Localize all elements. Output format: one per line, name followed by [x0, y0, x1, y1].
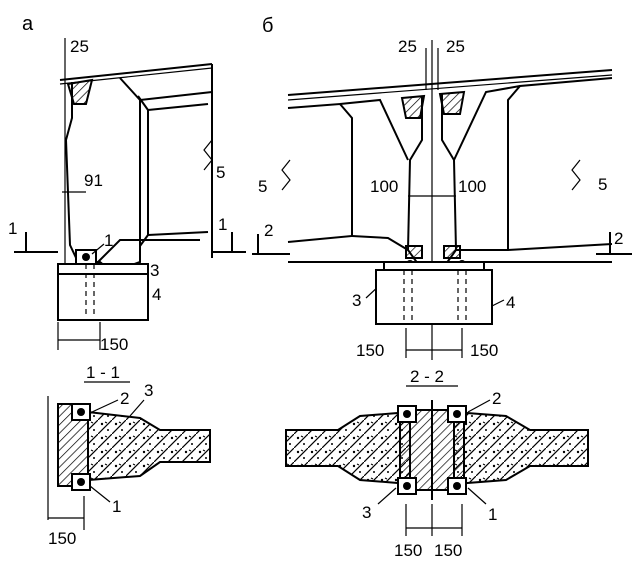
b-roof-line-2 — [287, 74, 613, 101]
plan-b-bolt-tl-dot — [403, 410, 411, 418]
plan-b-dim-150-right: 150 — [434, 541, 462, 560]
plan-b-marker-1: 1 — [488, 505, 497, 524]
a-marker-1-leader — [91, 243, 105, 255]
plan-b-marker-3: 3 — [362, 503, 371, 522]
b-marker-3: 3 — [352, 291, 361, 310]
b-right-beam — [453, 85, 521, 161]
b-right-panel-frame — [507, 77, 613, 252]
b-left-beam — [339, 98, 409, 161]
b-top-bracket-left — [400, 94, 426, 119]
plan-b-bolt-tr-dot — [453, 410, 461, 418]
b-marker-5-left: 5 — [258, 177, 267, 196]
a-top-bracket — [66, 78, 94, 105]
a-break-mark — [203, 139, 213, 171]
plan-b-section: 2 - 2 2 3 1 150 150 — [285, 367, 589, 560]
a-bolt — [82, 253, 90, 261]
a-marker-4: 4 — [152, 285, 161, 304]
a-cut-right: 1 — [218, 215, 227, 234]
b-roof-line — [287, 69, 613, 96]
panel-a-letter: а — [22, 13, 34, 35]
a-marker-3: 3 — [150, 261, 159, 280]
b-dim-top-left: 25 — [398, 37, 417, 56]
plan-a-bolt-top-dot — [77, 408, 85, 416]
a-marker-5: 5 — [216, 163, 225, 182]
a-foundation — [57, 273, 149, 321]
panel-a-elevation: а 25 5 91 1 3 4 — [8, 13, 246, 354]
b-connector-left — [405, 245, 423, 259]
plan-a-marker-1: 1 — [112, 497, 121, 516]
a-beam-bottom — [97, 239, 200, 263]
a-base-plate — [57, 263, 149, 275]
plan-b-bolt-bl-dot — [403, 482, 411, 490]
plan-b-title: 2 - 2 — [410, 367, 444, 386]
plan-a-marker-1-leader — [89, 485, 111, 503]
b-base-plate — [383, 261, 485, 271]
plan-b-concrete-right — [453, 410, 589, 486]
b-left-break — [281, 159, 291, 191]
plan-b-concrete-left — [285, 410, 411, 486]
a-panel-inner-left — [137, 95, 149, 247]
plan-a-marker-2-leader — [91, 399, 119, 413]
b-connector-right — [443, 245, 461, 259]
plan-a-concrete — [87, 410, 211, 482]
a-panel-inner-top — [147, 103, 209, 111]
a-beam-chamfer — [119, 77, 141, 101]
a-panel-inner-bottom — [147, 231, 209, 236]
a-dim-top: 25 — [70, 37, 89, 56]
b-left-panel-frame — [287, 102, 353, 243]
plan-a-section: 1 - 1 2 3 1 150 — [47, 363, 211, 548]
b-right-break — [571, 159, 581, 191]
b-dim-100-left: 100 — [370, 177, 398, 196]
plan-a-bolt-bottom-dot — [77, 478, 85, 486]
plan-a-dim-150: 150 — [48, 529, 76, 548]
plan-b-dim-150-left: 150 — [394, 541, 422, 560]
plan-a-marker-3-leader — [129, 399, 145, 417]
b-dim-top-right: 25 — [446, 37, 465, 56]
b-dim-150-right: 150 — [470, 341, 498, 360]
a-dim-91: 91 — [84, 171, 103, 190]
b-top-bracket-right — [438, 90, 466, 115]
a-marker-1: 1 — [104, 231, 113, 250]
b-dim-150-left: 150 — [356, 341, 384, 360]
b-cut-right: 2 — [614, 229, 623, 248]
b-left-beam-bottom — [351, 235, 409, 251]
a-roof-line — [59, 63, 213, 81]
panel-b-elevation: б 25 25 5 5 100 100 — [252, 15, 632, 360]
b-marker-5-right: 5 — [598, 175, 607, 194]
plan-a-marker-2: 2 — [120, 389, 129, 408]
plan-b-marker-2-leader — [467, 399, 491, 413]
b-marker-4: 4 — [506, 293, 515, 312]
b-foundation — [375, 269, 493, 325]
plan-b-bolt-br-dot — [453, 482, 461, 490]
b-marker-4-leader — [491, 299, 505, 307]
panel-b-letter: б — [262, 15, 273, 37]
plan-a-title: 1 - 1 — [86, 363, 120, 382]
plan-b-marker-1-leader — [467, 487, 487, 505]
a-dim-150: 150 — [100, 335, 128, 354]
plan-b-marker-3-leader — [377, 487, 397, 505]
a-cut-left: 1 — [8, 219, 17, 238]
plan-a-marker-3: 3 — [144, 381, 153, 400]
plan-b-marker-2: 2 — [492, 389, 501, 408]
b-cut-left: 2 — [264, 221, 273, 240]
b-dim-100-right: 100 — [458, 177, 486, 196]
